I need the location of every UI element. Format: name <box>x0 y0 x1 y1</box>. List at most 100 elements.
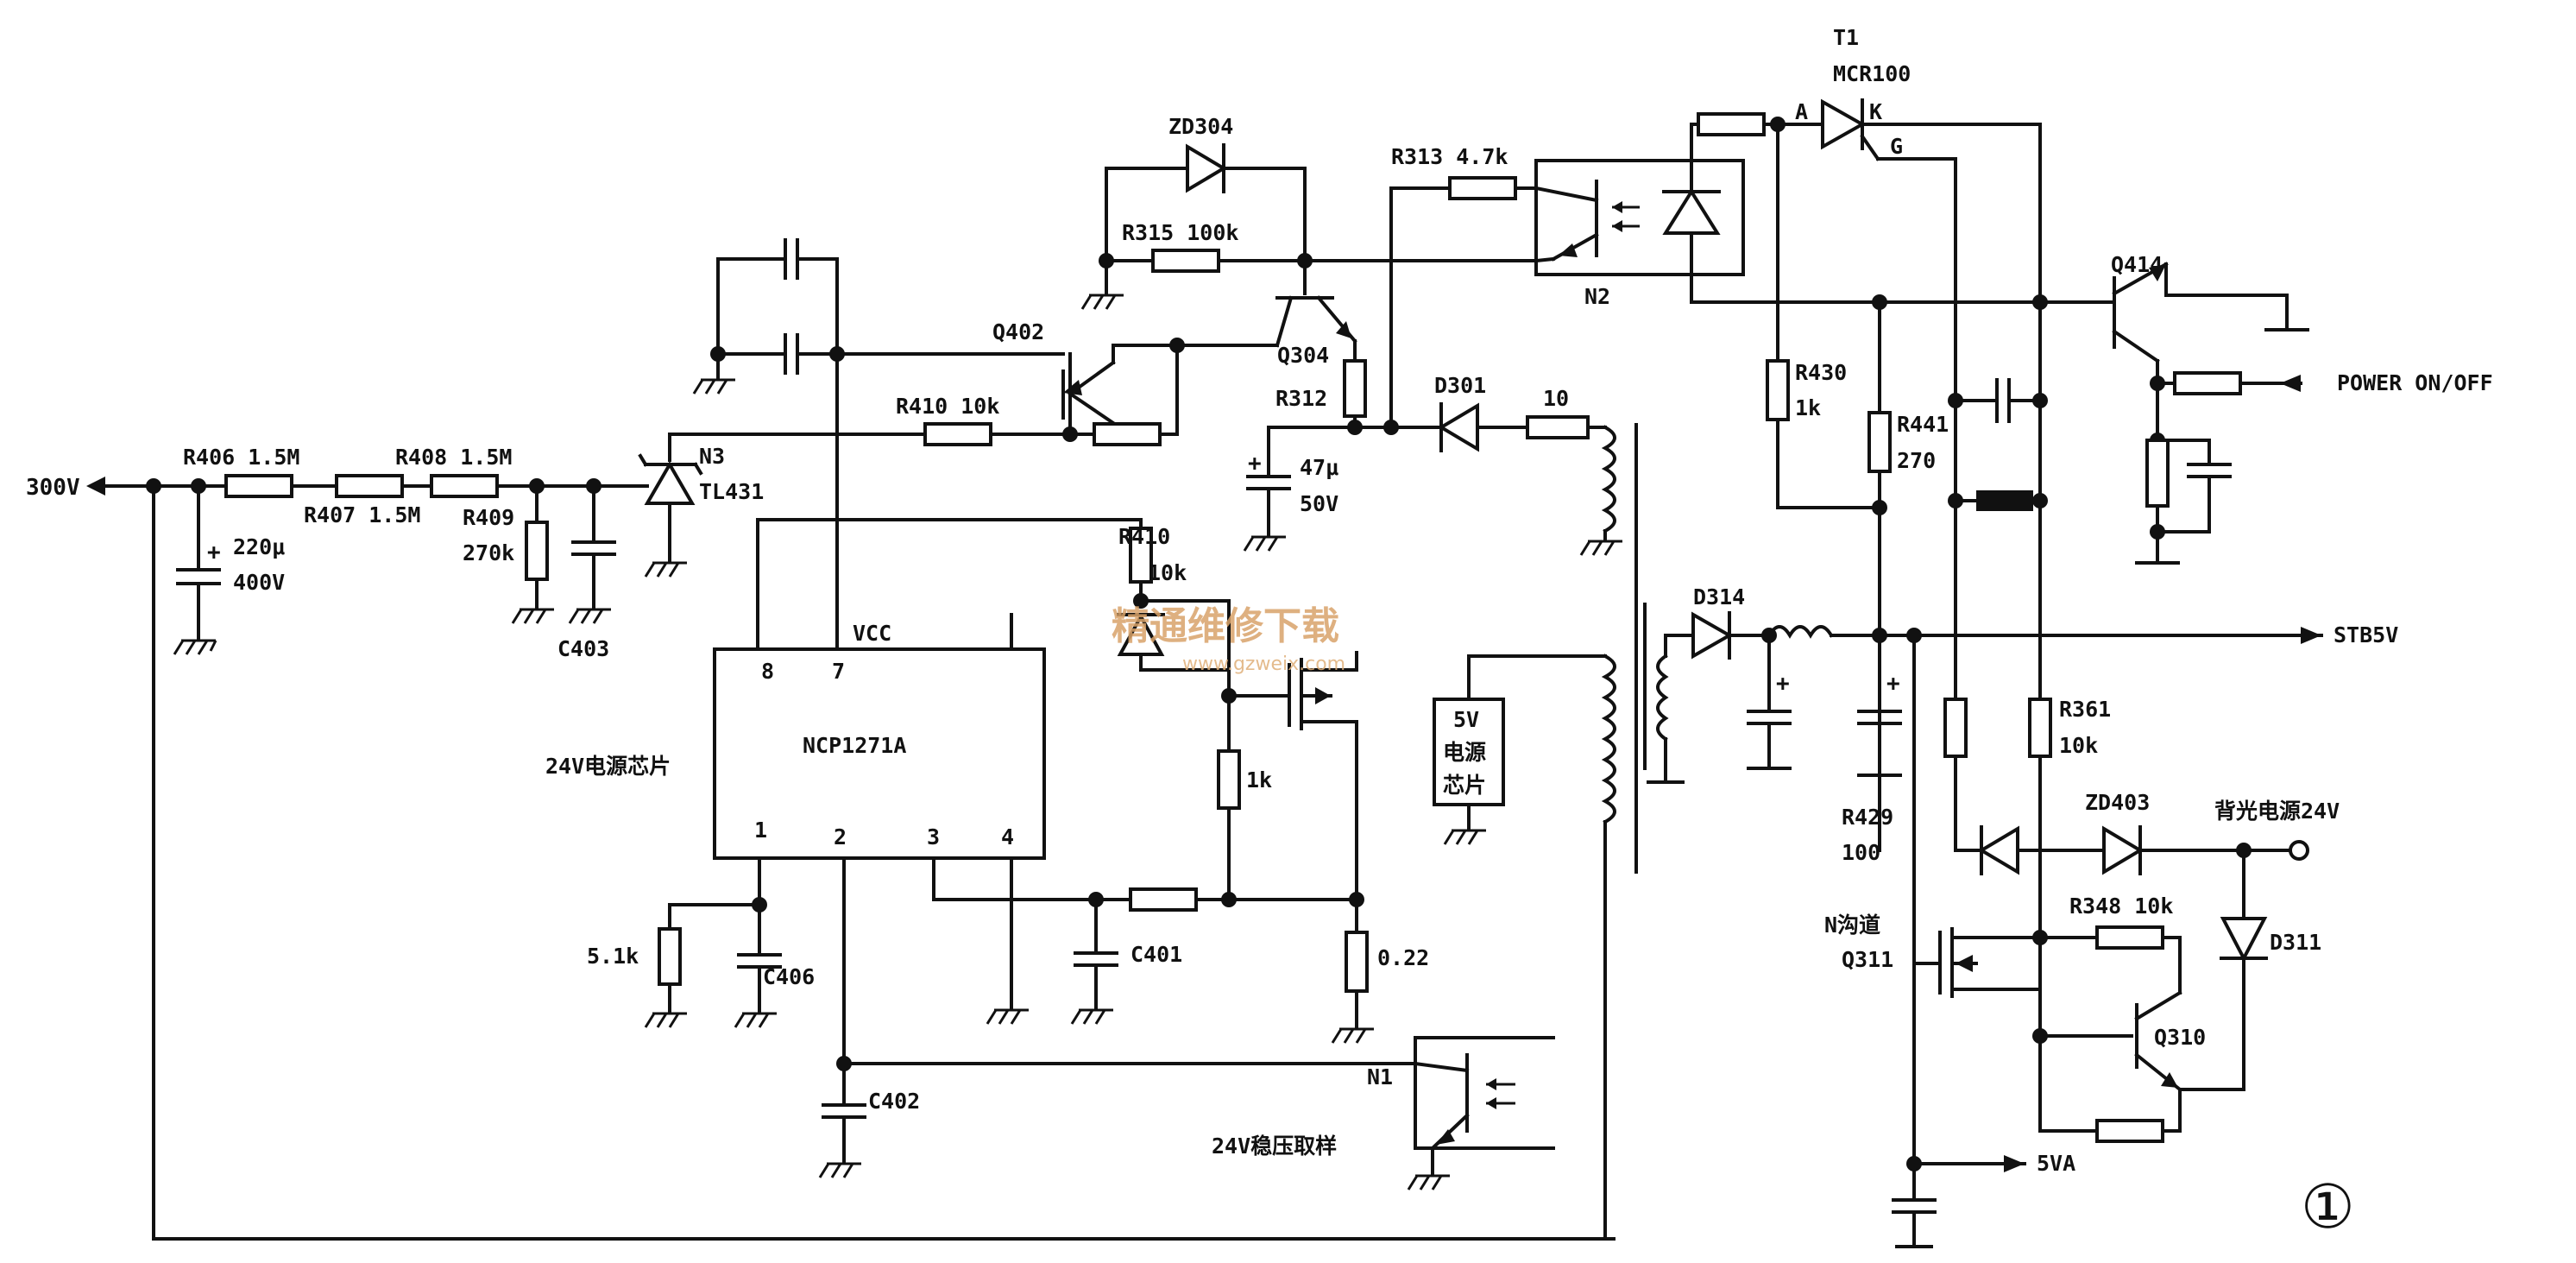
resistor-r312 <box>1343 359 1367 418</box>
r430-r441-section: R430 1k R441 270 <box>1766 300 2048 852</box>
cap-plus-label: + <box>1886 671 1900 697</box>
q311-label: Q311 <box>1842 947 1893 972</box>
stb5v-section: D314 STB5V + + <box>1647 584 2398 1089</box>
hv-divider-section: 300V R406 1.5M R407 1.5M R408 1.5M + 220… <box>26 444 1616 1241</box>
resistor-q310-bias <box>2095 1119 2164 1143</box>
ground-icon <box>1243 535 1286 552</box>
ground-icon <box>986 1008 1029 1025</box>
ground-icon <box>818 1162 861 1178</box>
chip-ncp1271a <box>713 647 1046 860</box>
q310-emitter-arrow-icon <box>2161 1072 2178 1088</box>
ground-icon <box>1331 1027 1374 1044</box>
ground-icon <box>568 608 611 624</box>
r430-label: R430 <box>1795 360 1847 385</box>
q304-label: Q304 <box>1277 343 1329 368</box>
diode-d314-icon <box>1691 611 1734 660</box>
pin2-label: 2 <box>834 824 847 849</box>
watermark-url: www.gzweix.com <box>1182 654 1345 675</box>
junction-dot <box>1872 500 1887 515</box>
resistor-5k1 <box>658 927 682 986</box>
input-arrow-icon <box>86 477 105 496</box>
r315-label: R315 100k <box>1122 220 1238 245</box>
resistor-r408 <box>430 474 499 498</box>
ground-icon <box>644 561 687 578</box>
tl431-icon <box>644 461 696 505</box>
5va-label: 5VA <box>2037 1151 2075 1176</box>
power-onoff-label: POWER ON/OFF <box>2337 370 2493 395</box>
junction-dot <box>1948 493 1963 508</box>
c403-label: C403 <box>557 636 609 661</box>
r410-mid-label: R410 <box>1118 524 1170 549</box>
junction-dot <box>1169 338 1185 353</box>
n1-desc-label: 24V稳压取样 <box>1212 1134 1337 1159</box>
resistor-cs <box>1129 887 1198 912</box>
c220-plus-label: + <box>207 540 221 565</box>
input-300v-label: 300V <box>26 475 80 501</box>
resistor-10 <box>1526 415 1590 439</box>
resistor-022 <box>1345 931 1369 993</box>
q304-emitter-arrow-icon <box>1336 321 1351 338</box>
q304-section: ZD304 R315 100k Q304 R312 <box>1080 114 1538 429</box>
r441-label: R441 <box>1897 412 1949 437</box>
output-inductor <box>1767 625 1834 639</box>
nch-label: N沟道 <box>1824 913 1880 938</box>
resistor-q402-base <box>1093 422 1162 446</box>
q311-arrow-icon <box>1956 955 1973 972</box>
q414-emitter-arrow-icon <box>2149 264 2166 281</box>
resistor-r313 <box>1448 176 1517 200</box>
transformer-section: 5V 电源 芯片 <box>1433 423 1647 1241</box>
n1-label: N1 <box>1367 1064 1393 1089</box>
c47-value-label: 47μ <box>1300 455 1338 480</box>
zd304-label: ZD304 <box>1168 114 1233 139</box>
r51k-label: 5.1k <box>587 944 639 969</box>
light-arrow-icon <box>1486 1097 1496 1109</box>
n3-label: N3 <box>699 444 725 469</box>
resistor-q414-pulldown <box>2145 439 2170 508</box>
q402-emitter-arrow-icon <box>1063 380 1082 395</box>
zener-zd403-icon <box>2102 825 2144 875</box>
t1-label: T1 <box>1833 25 1859 50</box>
r406-label: R406 1.5M <box>183 445 299 470</box>
pin3-label: 3 <box>927 824 940 849</box>
resistor-r430 <box>1766 359 1790 421</box>
backlight-terminal-icon <box>2289 840 2309 861</box>
pin-a-label: A <box>1795 99 1808 124</box>
ground-icon <box>1407 1174 1450 1190</box>
backlight-section: R361 10k R429 100 ZD403 背光电源24V D311 N沟道… <box>1824 697 2340 1248</box>
r409-label: R409 <box>463 505 514 530</box>
secondary-5v-coil <box>1656 654 1669 742</box>
resistor-r407 <box>335 474 404 498</box>
resistor-gate-filled <box>1976 490 2033 511</box>
thyristor-t1: T1 MCR100 A K G <box>1770 25 2048 852</box>
resistor-r429-branch <box>1943 698 1968 758</box>
diode-d301-icon <box>1438 402 1479 452</box>
figure-number-label: ① <box>2301 1171 2355 1242</box>
r407-label: R407 1.5M <box>304 502 420 527</box>
q402-label: Q402 <box>992 319 1044 344</box>
r10-label: 10 <box>1543 386 1569 411</box>
mosfet-switch-section: R410 10k 1k 0.22 <box>1117 518 1429 1044</box>
pin7-label: 7 <box>832 659 845 684</box>
r348-label: R348 10k <box>2069 894 2173 919</box>
chip5v-line3: 芯片 <box>1443 773 1486 798</box>
aux-winding-coil <box>1601 425 1616 534</box>
junction-dot <box>2150 524 2165 540</box>
r408-label: R408 1.5M <box>395 445 512 470</box>
chip5v-line1: 5V <box>1453 707 1479 732</box>
d301-label: D301 <box>1434 373 1486 398</box>
5va-arrow-icon <box>2004 1155 2025 1172</box>
q414-label: Q414 <box>2111 252 2163 277</box>
chip5v-line2: 电源 <box>1443 740 1486 765</box>
resistor-r315 <box>1151 249 1220 273</box>
pin8-label: 8 <box>761 659 774 684</box>
diode-d311-icon <box>2220 917 2268 963</box>
stb5v-label: STB5V <box>2334 622 2398 647</box>
resistor-r361 <box>2028 698 2052 758</box>
resistor-r348 <box>2095 925 2164 950</box>
ncp1271a-section: NCP1271A 24V电源芯片 8 7 VCC 1 2 3 4 5.1k C4… <box>545 518 1417 1178</box>
backlight-label: 背光电源24V <box>2214 799 2340 824</box>
r429-label: R429 <box>1842 805 1893 830</box>
resistor-r406 <box>224 474 293 498</box>
chip-name-label: NCP1271A <box>803 733 906 758</box>
